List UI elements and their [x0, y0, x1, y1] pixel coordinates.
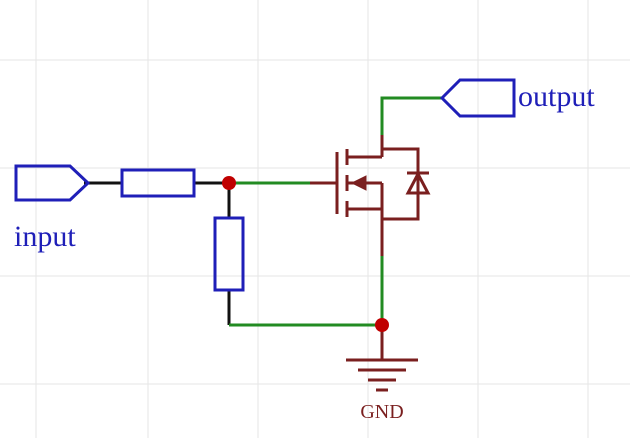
junction-dot-gate [222, 176, 236, 190]
output-port [439, 78, 516, 118]
input-port [14, 164, 91, 202]
output-label: output [518, 80, 595, 113]
ground-label: GND [360, 401, 403, 423]
wire-drain-to-output [380, 96, 442, 135]
mosfet [310, 135, 429, 256]
junction-dot-ground [375, 318, 389, 332]
body-diode-wire [382, 147, 420, 221]
input-wires [84, 181, 231, 325]
pulldown-resistor [213, 216, 245, 292]
series-resistor [120, 168, 196, 198]
mosfet-arrow [350, 175, 367, 191]
body-diode-triangle [405, 170, 431, 195]
ground-symbol [346, 325, 418, 392]
green-wires [229, 96, 442, 327]
input-label: input [14, 220, 76, 253]
